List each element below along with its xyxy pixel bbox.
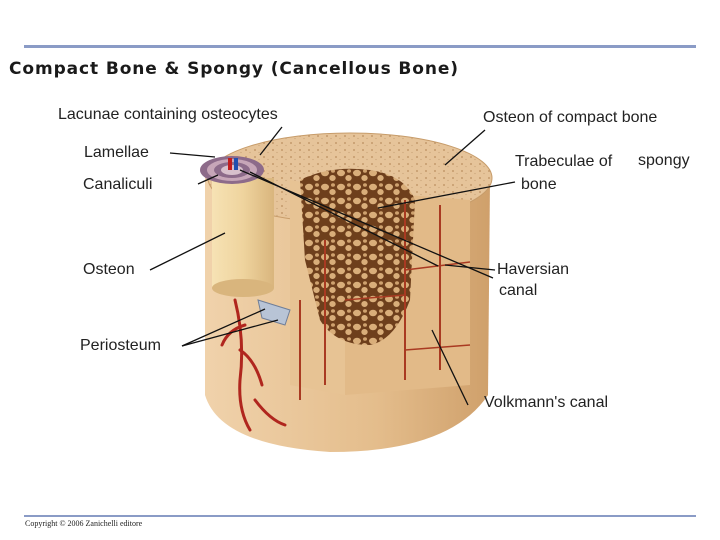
label-trabeculae-spongy: spongy [638,152,690,169]
label-osteon-compact: Osteon of compact bone [483,109,658,126]
label-osteon: Osteon [83,261,135,278]
slide-title: Compact Bone & Spongy (Cancellous Bone) [9,59,459,79]
label-periosteum: Periosteum [80,337,161,354]
label-lacunae: Lacunae containing osteocytes [58,106,278,123]
label-haversian-canal: canal [499,282,538,299]
top-rule [24,45,696,48]
label-trabeculae: Trabeculae of [515,153,613,170]
label-trabeculae-bone: bone [521,176,557,193]
copyright-notice: Copyright © 2006 Zanichelli editore [25,519,143,528]
periosteum-flap [257,299,291,326]
central-artery [228,158,232,170]
label-haversian: Haversian [497,261,570,278]
label-lamellae: Lamellae [84,144,149,161]
spongy-bone-core [300,168,415,345]
leader-lines [149,126,516,406]
label-canaliculi: Canaliculi [83,176,153,193]
central-vein [234,158,238,170]
bottom-rule [24,515,696,517]
label-volkmann: Volkmann's canal [484,394,609,411]
osteon-shaft-bottom [212,279,274,297]
osteon-shaft [212,178,274,288]
